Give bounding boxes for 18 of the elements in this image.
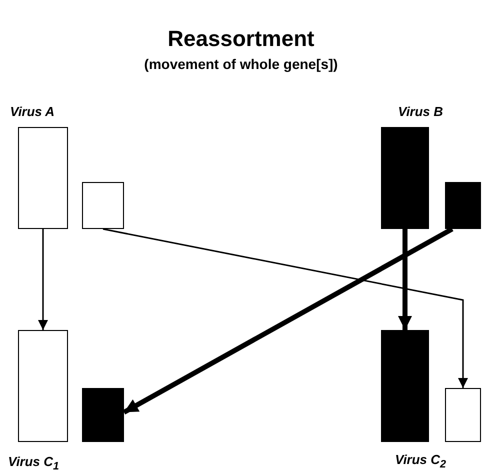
virus-label: Virus C$_{2}$ (395, 452, 446, 471)
virus-label: Virus C$_{1}$ (8, 454, 60, 473)
arrow (102, 228, 468, 388)
arrow (38, 229, 48, 330)
gene-segment-bar (445, 388, 481, 442)
gene-segment-bar (82, 182, 124, 229)
gene-segment-bar (18, 127, 68, 229)
gene-segment-bar (445, 182, 481, 229)
gene-segment-bar (18, 330, 68, 442)
arrow (398, 229, 412, 330)
virus-label: Virus A (10, 104, 55, 119)
diagram-subtitle: (movement of whole gene[s]) (143, 56, 339, 72)
gene-segment-bar (381, 330, 429, 442)
virus-label: Virus B (398, 104, 444, 119)
diagram-title: Reassortment (166, 26, 316, 52)
gene-segment-bar (82, 388, 124, 442)
arrow (122, 226, 454, 414)
gene-segment-bar (381, 127, 429, 229)
